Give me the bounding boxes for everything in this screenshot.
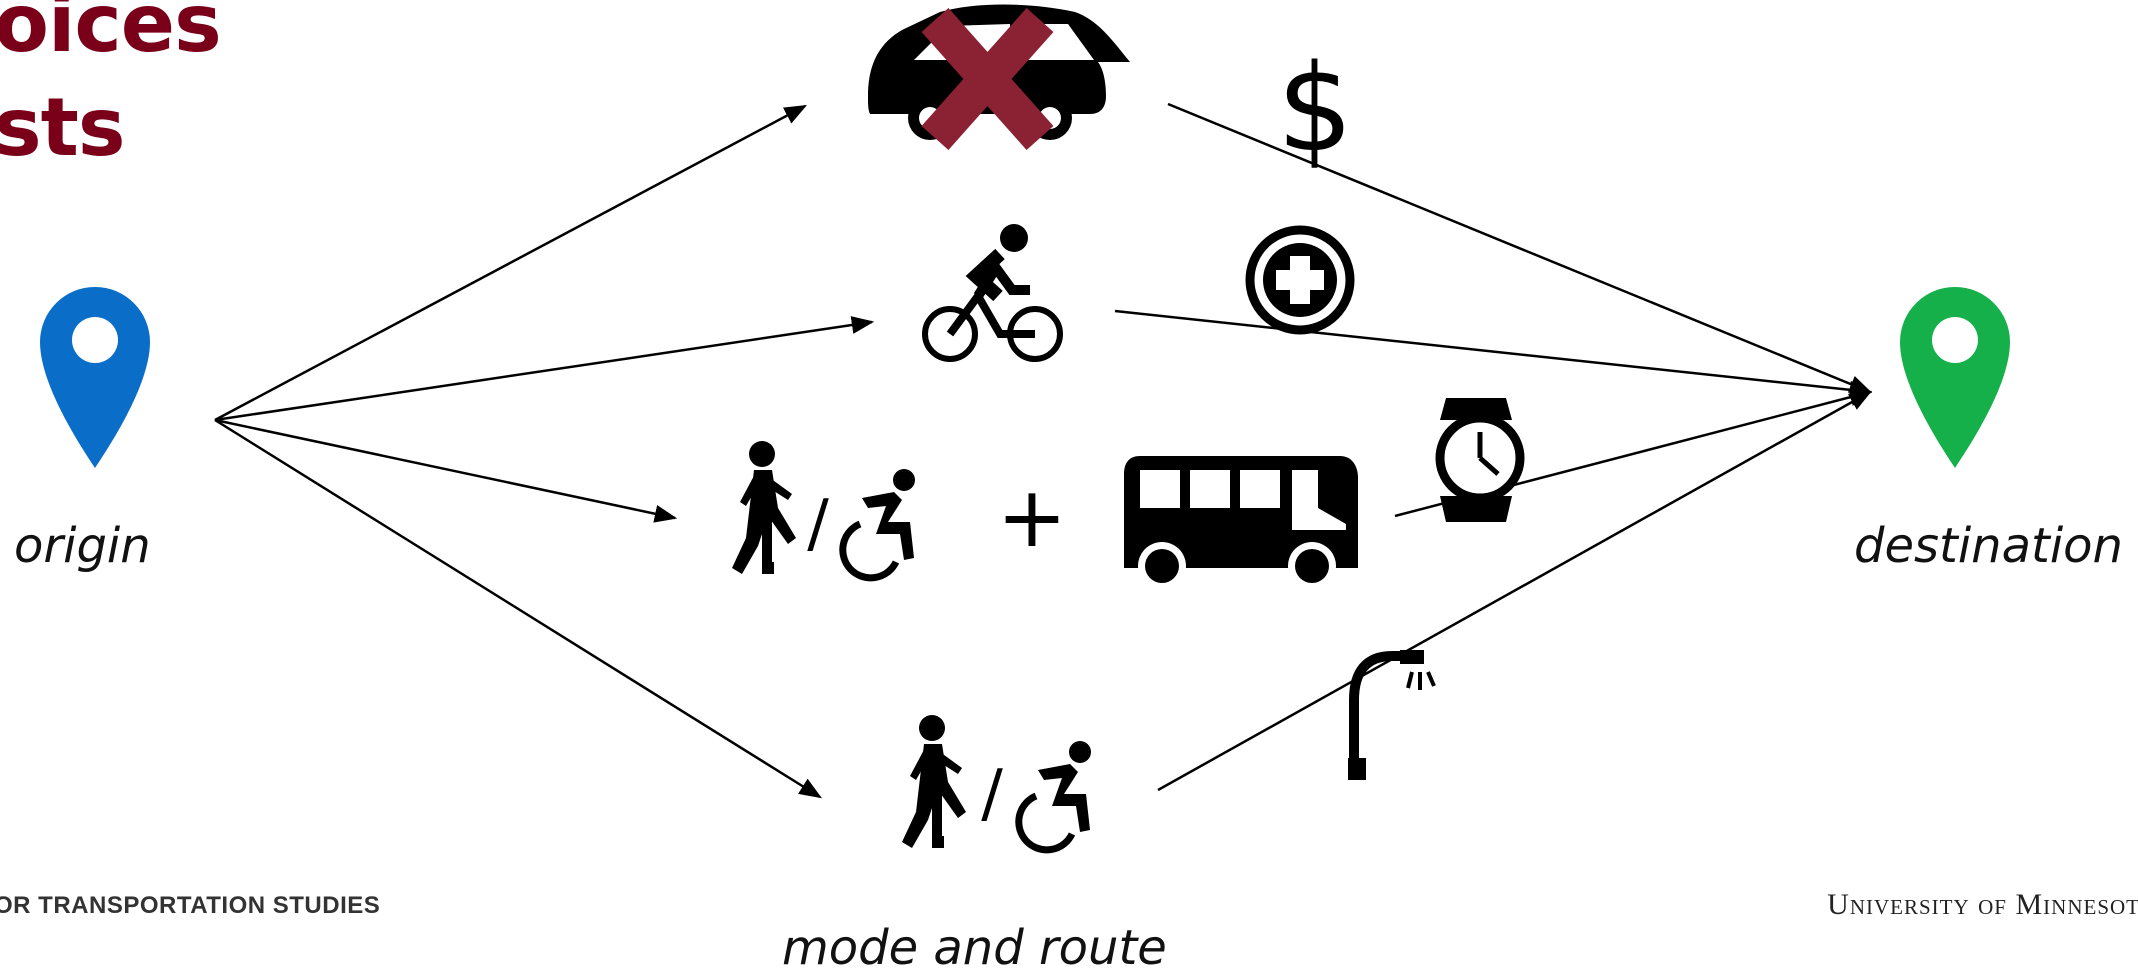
- footer-right-text: University of Minnesot: [1827, 888, 2138, 921]
- arrow-to-car: [214, 104, 807, 422]
- wheelchair-icon-2: [1019, 741, 1091, 850]
- arrow-bike-to-destination: [1114, 309, 1873, 399]
- arrow-to-walk: [214, 418, 822, 799]
- dollar-icon: $: [1277, 40, 1353, 179]
- arrow-to-walk-bus: [214, 418, 678, 523]
- destination-label: destination: [1854, 518, 2123, 574]
- street-lamp-icon: [1348, 650, 1436, 780]
- cross-icon: [921, 8, 1054, 150]
- title-line-1: oices: [0, 0, 222, 70]
- bicycle-icon: [922, 224, 1063, 362]
- slash-1: /: [807, 487, 829, 561]
- arrow-to-bike: [214, 316, 875, 422]
- origin-pin-icon: [39, 286, 150, 468]
- slash-2: /: [981, 757, 1003, 831]
- plus-sign: +: [997, 468, 1067, 566]
- footer-left-text: OR TRANSPORTATION STUDIES: [0, 892, 381, 919]
- walking-person-icon-2: [902, 715, 966, 848]
- title-line-2: sts: [0, 81, 125, 174]
- mode-route-label: mode and route: [782, 920, 1167, 976]
- watch-icon: [1435, 398, 1525, 522]
- wheelchair-icon: [843, 469, 915, 578]
- arrow-walk-to-destination: [1157, 390, 1872, 792]
- walking-person-icon: [732, 441, 796, 574]
- bus-icon: [1124, 456, 1358, 590]
- health-plus-icon: [1245, 225, 1355, 335]
- arrow-car-to-destination: [1167, 102, 1873, 394]
- origin-arrows: [214, 104, 875, 799]
- destination-pin-icon: [1900, 286, 2010, 468]
- destination-arrows: [1114, 102, 1873, 792]
- slide-title: oices sts: [0, 0, 222, 180]
- origin-label: origin: [14, 518, 151, 574]
